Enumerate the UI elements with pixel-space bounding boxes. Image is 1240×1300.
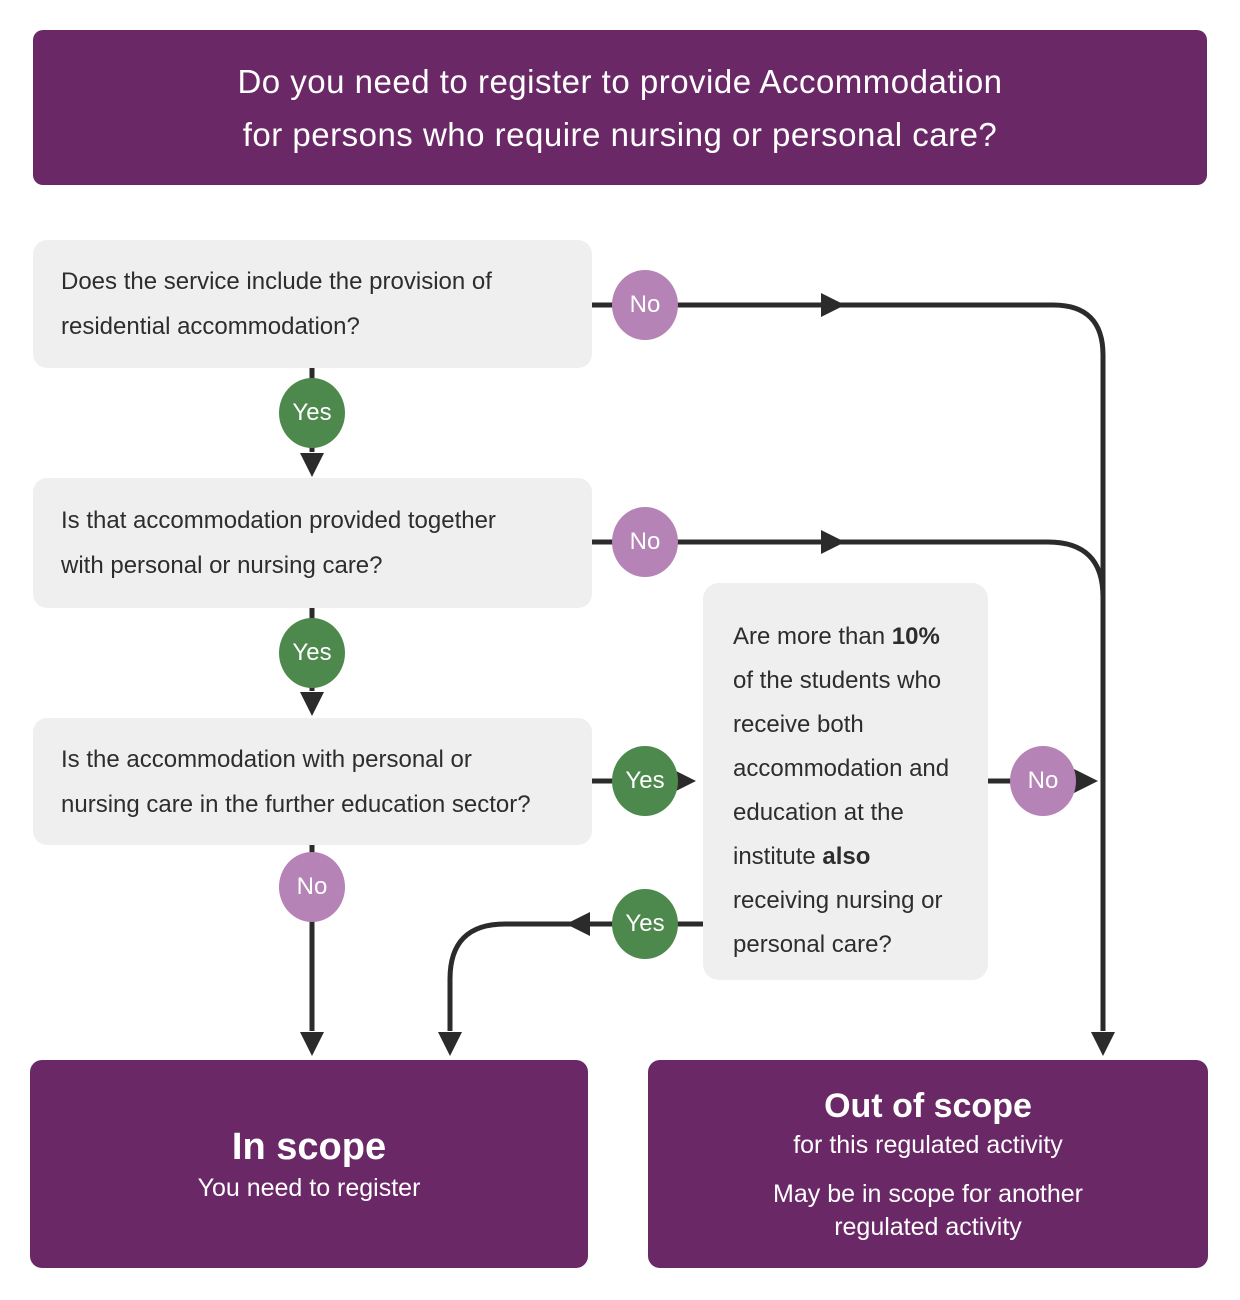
question-residential-accommodation: Does the service include the provision o… <box>33 240 592 368</box>
connector-q1-no <box>592 302 1106 1031</box>
out-of-scope-title: Out of scope <box>824 1087 1032 1125</box>
out-of-scope-subtitle: for this regulated activity <box>793 1131 1063 1159</box>
side-question-text: receiving nursing or personal care? <box>733 887 943 958</box>
connector-side-yes <box>447 921 703 1031</box>
in-scope-title: In scope <box>231 1126 387 1168</box>
arrowhead-q3-no <box>300 1032 324 1056</box>
yes-badge-q1: Yes <box>279 378 345 448</box>
question-line: Is the accommodation with personal or <box>61 745 472 773</box>
in-scope-subtitle: You need to register <box>197 1174 421 1202</box>
side-question-text: of the students who receive both accommo… <box>733 667 950 870</box>
arrowhead-rail-down <box>1091 1032 1115 1056</box>
arrowhead-q1-no <box>821 293 845 317</box>
yes-badge-q2: Yes <box>279 618 345 688</box>
out-of-scope-note: May be in scope for another regulated ac… <box>773 1178 1083 1244</box>
arrowhead-side-no <box>1074 769 1098 793</box>
connector-q2-no <box>592 539 1106 598</box>
outcome-in-scope: In scope You need to register <box>30 1060 588 1268</box>
yes-badge-side-question: Yes <box>612 889 678 959</box>
no-badge-side-question: No <box>1010 746 1076 816</box>
arrowhead-side-yes <box>566 912 590 936</box>
no-badge-q3: No <box>279 852 345 922</box>
side-question-bold-10-percent: 10% <box>891 623 940 650</box>
question-further-education-sector: Is the accommodation with personal or nu… <box>33 718 592 845</box>
out-of-scope-note-line-1: May be in scope for another <box>773 1180 1083 1208</box>
arrowhead-q1-yes <box>300 453 324 477</box>
arrowhead-q2-yes <box>300 692 324 716</box>
no-badge-q2: No <box>612 507 678 577</box>
question-personal-or-nursing-care: Is that accommodation provided together … <box>33 478 592 608</box>
out-of-scope-note-line-2: regulated activity <box>834 1213 1022 1241</box>
question-line: residential accommodation? <box>61 313 360 340</box>
outcome-out-of-scope: Out of scope for this regulated activity… <box>648 1060 1208 1268</box>
title-line-2: for persons who require nursing or perso… <box>242 115 998 153</box>
title-line-1: Do you need to register to provide Accom… <box>237 62 1003 100</box>
flowchart-title: Do you need to register to provide Accom… <box>33 30 1207 185</box>
arrowhead-q3-yes <box>672 769 696 793</box>
side-question-text: Are more than <box>733 623 892 650</box>
no-badge-q1: No <box>612 270 678 340</box>
question-ten-percent-students: Are more than 10% of the students who re… <box>703 583 988 980</box>
yes-badge-q3: Yes <box>612 746 678 816</box>
question-line: with personal or nursing care? <box>61 552 383 579</box>
question-line: Is that accommodation provided together <box>61 507 496 534</box>
question-line: Does the service include the provision o… <box>61 268 492 295</box>
side-question-bold-also: also <box>822 843 871 870</box>
arrowhead-q2-no <box>821 530 845 554</box>
arrowhead-side-yes-down <box>438 1032 462 1056</box>
question-line: nursing care in the further education se… <box>61 790 531 818</box>
